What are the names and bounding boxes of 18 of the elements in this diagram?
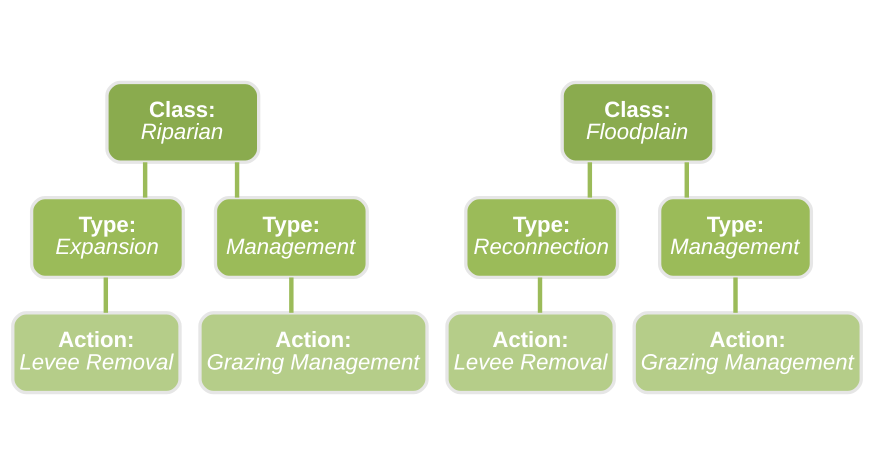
connector xyxy=(538,277,542,313)
node-box: Action: Levee Removal xyxy=(445,311,616,394)
node-box: Type: Reconnection xyxy=(464,196,620,280)
connector xyxy=(142,162,148,198)
connector xyxy=(684,162,689,198)
connector xyxy=(588,162,592,198)
node-box: Class: Floodplain xyxy=(560,80,716,164)
node-box: Action: Grazing Management xyxy=(632,311,863,394)
connector xyxy=(733,277,738,313)
node-box: Type: Expansion xyxy=(30,196,186,280)
node-box: Action: Levee Removal xyxy=(11,311,182,394)
node-box: Type: Management xyxy=(214,196,369,280)
node-box: Class: Riparian xyxy=(105,80,260,164)
node-box: Action: Grazing Management xyxy=(198,311,429,394)
node-box: Type: Management xyxy=(658,196,814,280)
connector xyxy=(234,162,240,198)
connector xyxy=(289,277,294,313)
connector xyxy=(104,277,108,313)
